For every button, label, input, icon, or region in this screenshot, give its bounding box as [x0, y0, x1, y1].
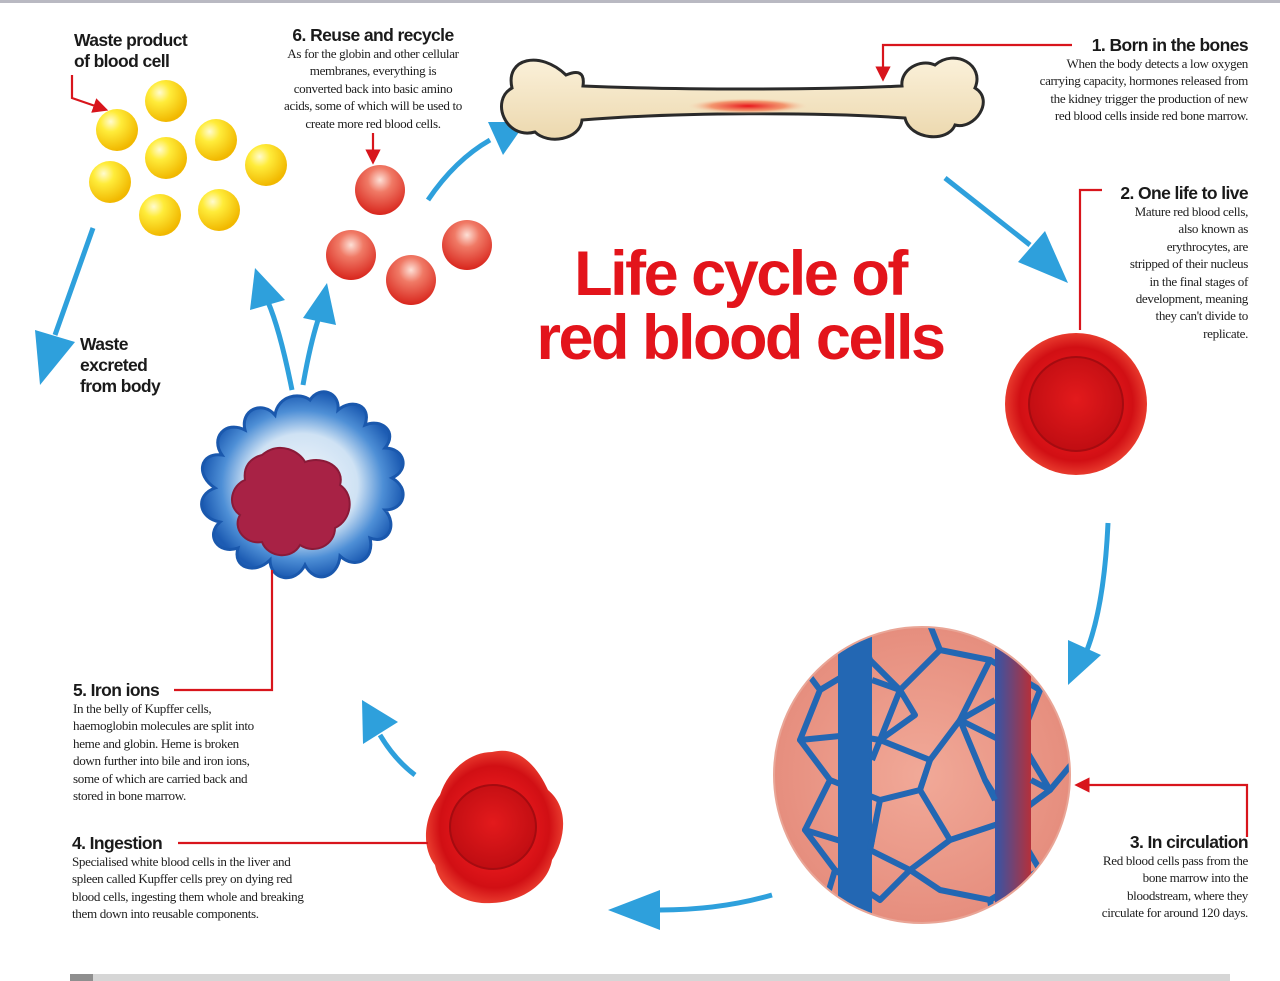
- cropped-footer-text: [70, 974, 1230, 981]
- arrow-rbc-to-circulation: [1068, 522, 1111, 685]
- arrow-kupffer-to-yellow: [250, 268, 295, 391]
- bone-marrow-glow: [686, 98, 810, 114]
- step-5-iron-ions: 5. Iron ions In the belly of Kupffer cel…: [73, 680, 333, 804]
- step-4-body: Specialised white blood cells in the liv…: [72, 854, 304, 922]
- waste-product-label: Waste product of blood cell: [74, 30, 188, 71]
- arrow-kupffer-to-redballs: [300, 283, 336, 386]
- kupffer-cell: [200, 390, 405, 580]
- main-artery: [995, 627, 1031, 923]
- bone-illustration: [500, 56, 985, 141]
- step-5-heading: 5. Iron ions: [73, 680, 160, 700]
- step-6-heading: 6. Reuse and recycle: [292, 25, 454, 45]
- dying-red-blood-cell: [425, 750, 564, 904]
- step-1-heading: 1. Born in the bones: [1091, 35, 1249, 55]
- step-6-body: As for the globin and other cellular mem…: [284, 46, 462, 131]
- step-1-born-in-bones: 1. Born in the bones When the body detec…: [928, 35, 1249, 125]
- step-2-heading: 2. One life to live: [1120, 183, 1248, 203]
- title-line-1: Life cycle of: [574, 239, 908, 309]
- step-4-ingestion: 4. Ingestion Specialised white blood cel…: [72, 833, 392, 923]
- waste-excreted-label: Waste excreted from body: [80, 334, 161, 396]
- arrow-bone-to-rbc: [943, 176, 1068, 283]
- circulation-illustration: [774, 627, 1070, 923]
- step-2-body: Mature red blood cells, also known as er…: [1129, 204, 1249, 341]
- arrow-ingestion-to-kupffer: [362, 700, 417, 777]
- step-2-one-life: 2. One life to live Mature red blood cel…: [1068, 183, 1248, 342]
- waste-product-cells: [89, 80, 287, 236]
- arrow-circulation-to-ingestion: [608, 890, 773, 930]
- arrow-waste-excreted: [35, 227, 96, 385]
- cycle-arrows: [35, 122, 1111, 930]
- mature-red-blood-cell: [1005, 333, 1147, 475]
- step-1-body: When the body detects a low oxygen carry…: [1039, 56, 1249, 124]
- arrow-redballs-to-bone: [425, 122, 526, 202]
- step-3-in-circulation: 3. In circulation Red blood cells pass f…: [1028, 832, 1249, 922]
- pointer-lines: [70, 43, 1249, 845]
- step-4-heading: 4. Ingestion: [72, 833, 163, 853]
- diagram-title: Life cycle of red blood cells: [478, 242, 1002, 370]
- step-5-body: In the belly of Kupffer cells, haemoglob…: [73, 701, 254, 804]
- kupffer-nucleus: [231, 446, 351, 557]
- step-3-body: Red blood cells pass from the bone marro…: [1101, 853, 1249, 921]
- step-3-heading: 3. In circulation: [1129, 832, 1249, 852]
- main-vein: [838, 627, 872, 923]
- step-6-reuse-recycle: 6. Reuse and recycle As for the globin a…: [248, 25, 498, 132]
- recycled-red-cells: [326, 165, 492, 305]
- title-line-2: red blood cells: [536, 303, 946, 373]
- top-border: [0, 0, 1280, 3]
